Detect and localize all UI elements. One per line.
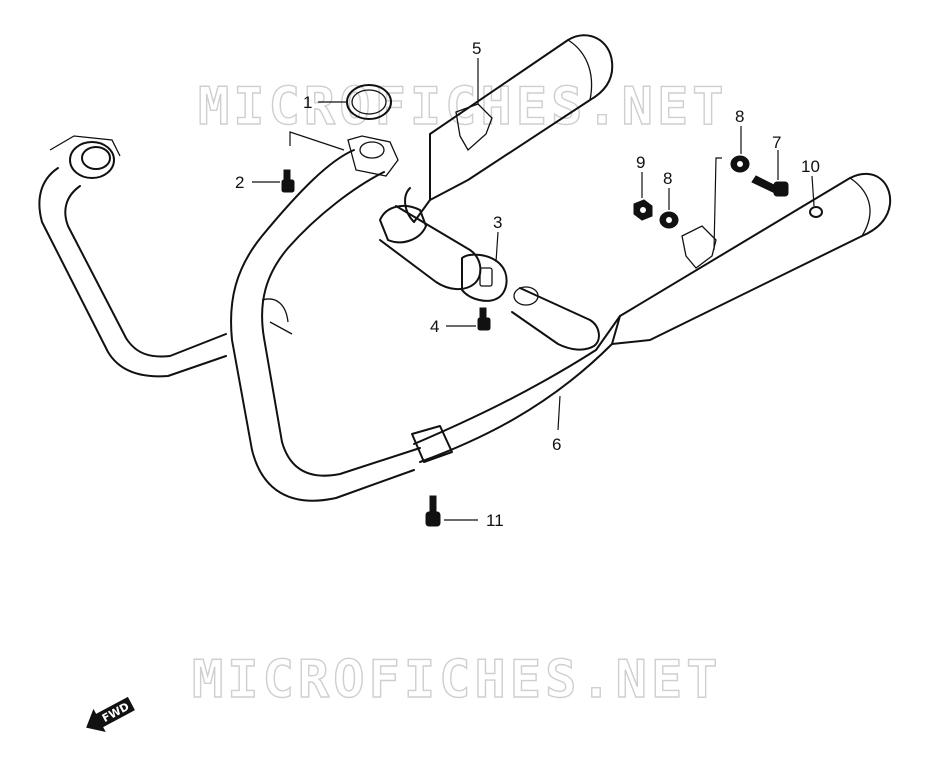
assembly-line-right [713,157,722,251]
rear-exhaust-pipe [230,135,421,502]
cap-10 [809,206,823,218]
callout-1: 1 [303,93,312,112]
callout-7: 7 [772,133,781,152]
leader-6 [557,395,561,431]
fwd-arrow-icon: FWD [86,696,135,733]
washer-8-upper [730,155,750,173]
front-exhaust-pipe [38,135,227,378]
bolt-2 [281,169,295,193]
watermark-top: MICROFICHES.NET [198,77,728,137]
assembly-line-left [289,131,345,151]
leader-10 [811,175,815,207]
connector-pipe [379,205,600,351]
muffler-left [379,34,614,244]
callout-10: 10 [801,157,820,176]
muffler-right [411,172,892,463]
bolt-7 [751,175,789,197]
leader-3 [495,231,499,263]
callout-4: 4 [430,317,439,336]
callout-6: 6 [552,435,561,454]
callout-3: 3 [493,213,502,232]
clamp [461,253,508,302]
bolt-4 [477,307,491,331]
watermark-bottom: MICROFICHES.NET [192,650,722,710]
callout-9: 9 [636,153,645,172]
bolt-11 [425,495,441,527]
callout-11: 11 [486,511,504,530]
nut-9 [633,199,653,221]
callout-2: 2 [235,173,244,192]
callout-8-lower: 8 [663,169,672,188]
callout-8-upper: 8 [735,107,744,126]
washer-8-lower [659,211,679,229]
callout-5: 5 [472,39,481,58]
gasket [346,84,392,120]
